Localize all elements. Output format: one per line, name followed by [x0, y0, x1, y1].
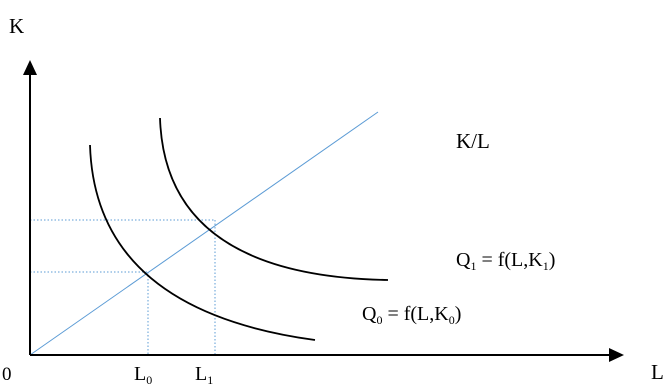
tick-label-l0: L0	[134, 363, 152, 385]
isoquant-q0-curve	[89, 144, 316, 341]
isoquant-q1-label: Q1 = f(L,K1)	[456, 249, 555, 273]
ray-label: K/L	[456, 129, 490, 153]
origin-label: 0	[2, 364, 12, 385]
isoquant-q1-curve	[159, 117, 389, 281]
x-axis-label: L	[651, 360, 664, 384]
isoquant-q0-label: Q0 = f(L,K0)	[362, 303, 461, 327]
tick-label-l1: L1	[195, 363, 213, 385]
expansion-ray-line	[29, 111, 379, 356]
y-axis-arrowhead	[23, 60, 37, 75]
x-axis-arrowhead	[609, 348, 624, 362]
y-axis-label: K	[9, 14, 24, 38]
